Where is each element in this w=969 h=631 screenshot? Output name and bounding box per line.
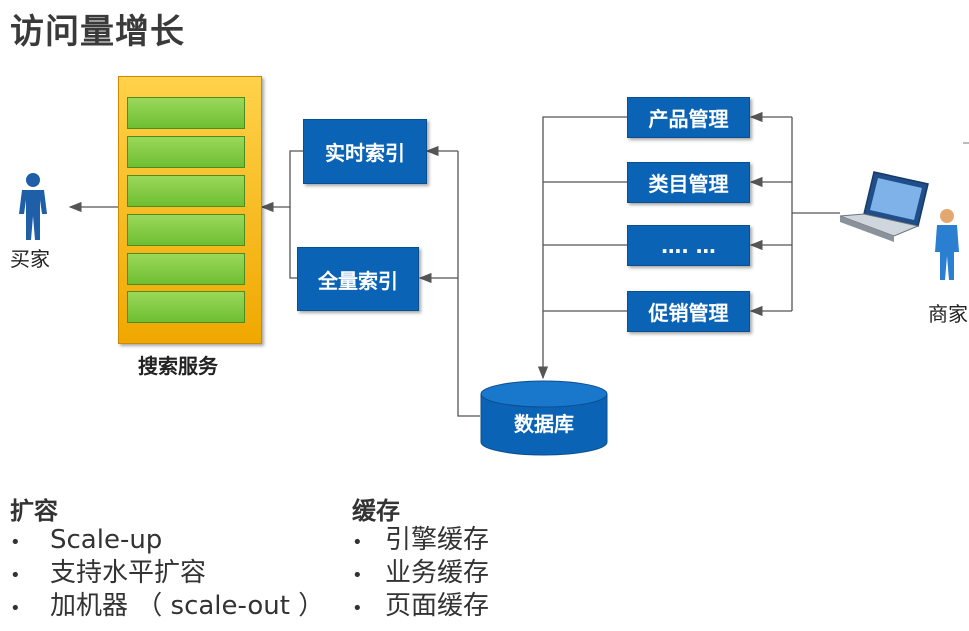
scale-list: •Scale-up •支持水平扩容 •加机器 （ scale-out ） <box>10 524 324 623</box>
server-slot <box>127 136 245 168</box>
list-item: •支持水平扩容 <box>10 558 207 588</box>
list-item: •引擎缓存 <box>352 525 490 555</box>
scale-heading: 扩容 <box>10 497 58 525</box>
line-full-to-service <box>289 207 297 279</box>
list-item: •Scale-up <box>10 525 163 555</box>
arrow-mgmt-to-db <box>537 116 627 380</box>
product-management-box: 产品管理 <box>627 97 750 138</box>
database-icon <box>480 380 608 456</box>
cache-list: •引擎缓存 •业务缓存 •页面缓存 <box>352 524 489 623</box>
server-slot <box>127 214 245 246</box>
laptop-icon <box>839 171 929 242</box>
full-index-box: 全量索引 <box>297 247 419 311</box>
category-management-box: 类目管理 <box>627 162 750 203</box>
ellipsis-management-box: …. … <box>627 225 750 266</box>
realtime-index-box: 实时索引 <box>303 119 427 184</box>
line-db-to-indexes <box>457 151 480 417</box>
promotion-management-box: 促销管理 <box>627 291 750 332</box>
server-slot <box>127 253 245 285</box>
buyer-icon <box>19 173 47 240</box>
server-slot <box>127 97 245 129</box>
merchant-label: 商家 <box>928 302 968 326</box>
list-item: •加机器 （ scale-out ） <box>10 591 325 621</box>
arrow-realtime-to-service <box>260 150 303 213</box>
database-label: 数据库 <box>514 412 574 436</box>
search-service-server <box>118 76 262 344</box>
page-title: 访问量增长 <box>10 12 185 52</box>
buyer-label: 买家 <box>10 247 50 271</box>
list-item: •业务缓存 <box>352 558 490 588</box>
search-service-label: 搜索服务 <box>138 354 218 378</box>
server-slot <box>127 175 245 207</box>
server-slot <box>127 291 245 323</box>
list-item: •页面缓存 <box>352 591 490 621</box>
cache-heading: 缓存 <box>352 497 400 525</box>
merchant-icon <box>935 209 959 280</box>
